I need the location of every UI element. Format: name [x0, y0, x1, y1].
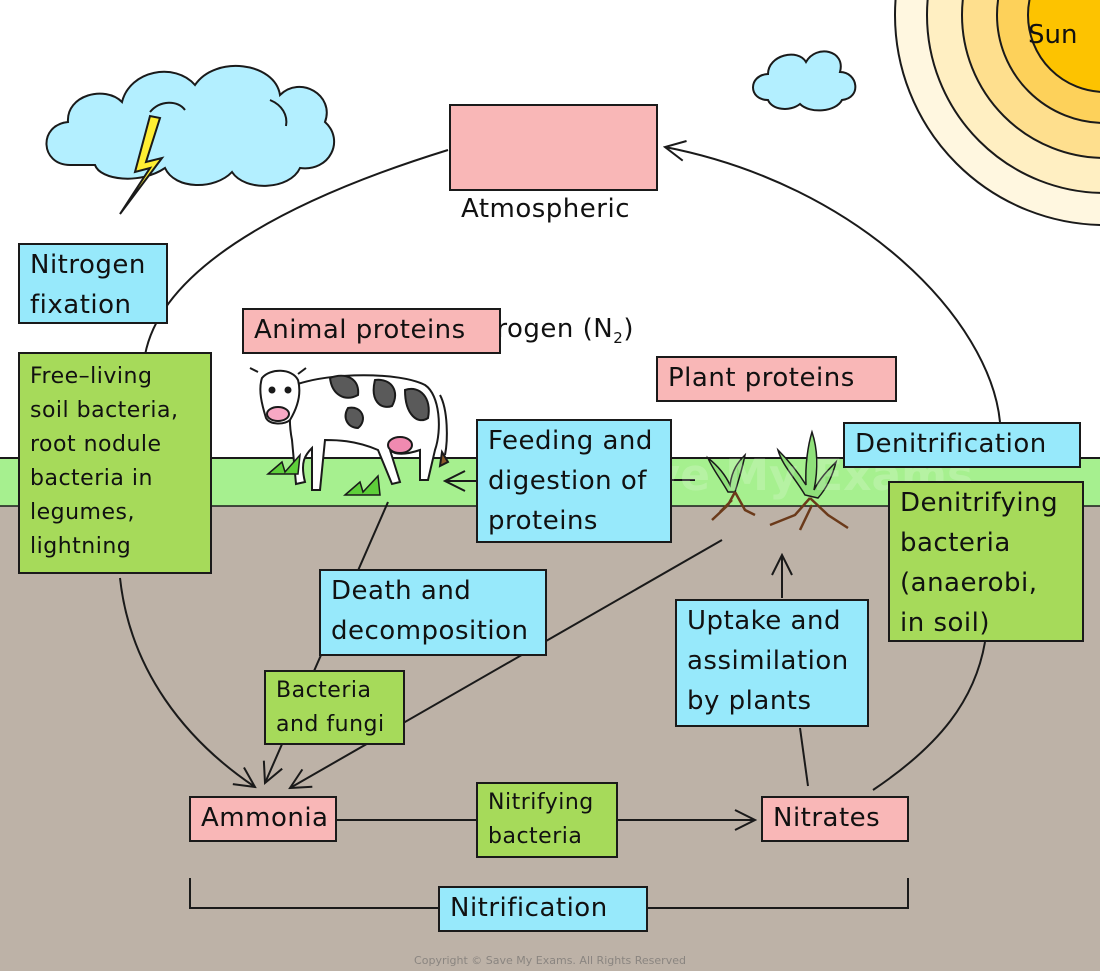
- plant-icon: [706, 429, 849, 531]
- cloud-icon: [45, 64, 336, 187]
- death-decomposition-box: Death and decomposition: [319, 569, 547, 656]
- arrow-nitrates-to-uptake: [799, 727, 809, 787]
- sun-label: Sun: [1028, 20, 1078, 50]
- denitrifying-bacteria-box: Denitrifying bacteria (anaerobi, in soil…: [888, 481, 1084, 642]
- cow-icon: [249, 367, 450, 491]
- bacteria-fungi-box: Bacteria and fungi: [264, 670, 405, 745]
- nitrogen-fixation-box: Nitrogen fixation: [18, 243, 168, 324]
- ammonia-box: Ammonia: [189, 796, 337, 842]
- uptake-assimilation-box: Uptake and assimilation by plants: [675, 599, 869, 727]
- arrow-plant-death: [290, 539, 723, 788]
- grass-tuft-icon: [265, 452, 381, 496]
- nitrates-box: Nitrates: [761, 796, 909, 842]
- feeding-digestion-box: Feeding and digestion of proteins: [476, 419, 672, 543]
- nitrifying-bacteria-box: Nitrifying bacteria: [476, 782, 618, 858]
- lightning-icon: [119, 114, 165, 215]
- nitrification-box: Nitrification: [438, 886, 648, 932]
- atmospheric-nitrogen-box: Atmospheric nitrogen (N2): [449, 104, 658, 347]
- arrow-nitrates-to-denitrification: [872, 641, 986, 791]
- small-cloud-icon: [752, 50, 857, 112]
- animal-proteins-box: Animal proteins: [242, 308, 501, 354]
- sun-icon: [894, 0, 1100, 226]
- fixers-box: Free–living soil bacteria, root nodule b…: [18, 352, 212, 574]
- plant-proteins-box: Plant proteins: [656, 356, 897, 402]
- arrow-denitrification-to-atmosphere: [665, 147, 1001, 423]
- copyright-text: Copyright © Save My Exams. All Rights Re…: [414, 954, 686, 967]
- denitrification-box: Denitrification: [843, 422, 1081, 468]
